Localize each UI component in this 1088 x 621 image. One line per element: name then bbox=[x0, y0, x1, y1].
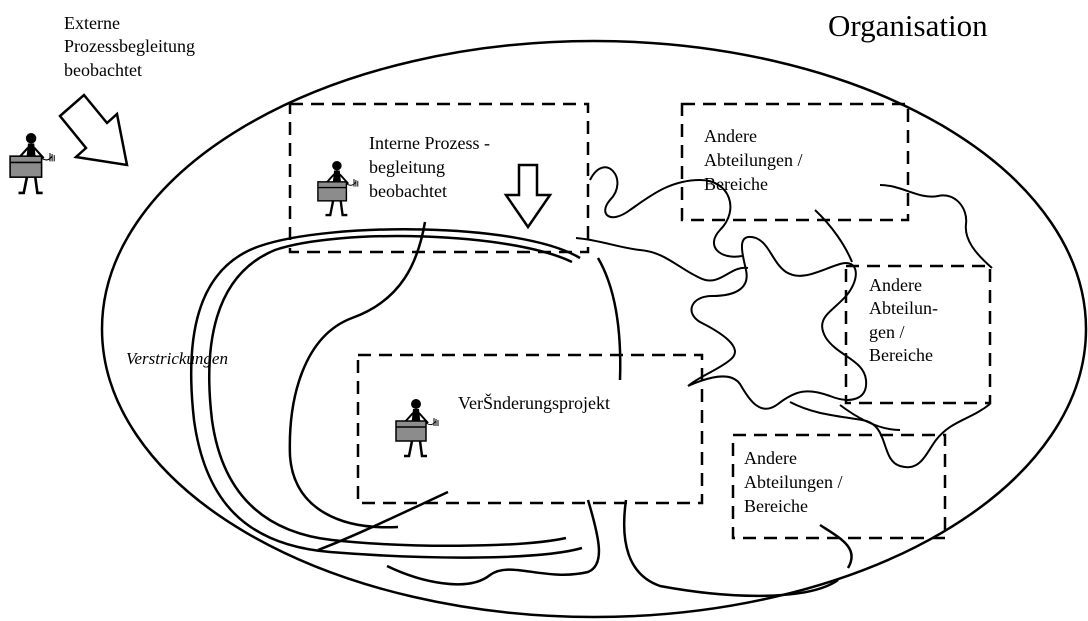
dept-a-label: Andere Abteilungen / Bereiche bbox=[704, 125, 802, 196]
external-process-label: Externe Prozessbegleitung beobachtet bbox=[64, 12, 195, 82]
dept-b-label: Andere Abteilun- gen / Bereiche bbox=[869, 274, 938, 368]
entanglements-label: Verstrickungen bbox=[126, 350, 228, 367]
internal-arrow bbox=[506, 165, 550, 227]
project-member-figure bbox=[396, 399, 438, 456]
organisation-title: Organisation bbox=[828, 10, 988, 41]
external-arrow bbox=[60, 95, 127, 165]
internal-process-label: Interne Prozess - begleitung beobachtet bbox=[369, 132, 490, 203]
dept-c-label: Andere Abteilungen / Bereiche bbox=[744, 447, 842, 518]
project-label: VerŠnderungsprojekt bbox=[458, 392, 610, 416]
external-observer-figure bbox=[10, 133, 54, 193]
internal-observer-figure bbox=[318, 161, 358, 215]
organisation-ellipse bbox=[102, 41, 1086, 617]
